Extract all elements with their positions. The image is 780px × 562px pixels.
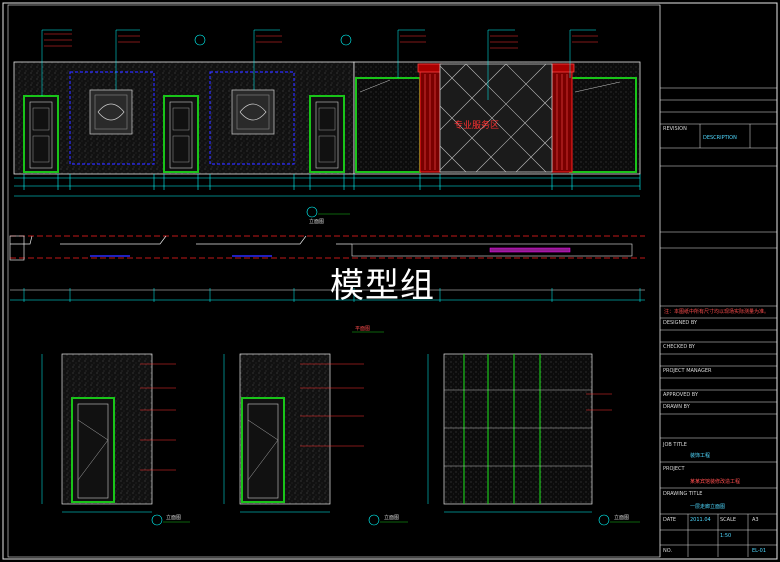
drawing-no-label: NO. — [663, 548, 673, 554]
view-marker-1 — [151, 514, 163, 526]
diamond-panel — [439, 63, 553, 173]
view-marker-2 — [368, 514, 380, 526]
view-title-small-3: 立面图 — [614, 515, 630, 521]
date-label: DATE — [663, 517, 677, 523]
drawing-title-label: DRAWING TITLE — [663, 491, 703, 497]
description-label: DESCRIPTION — [703, 135, 737, 141]
view-title-small-1: 立面图 — [166, 515, 182, 521]
view-title-plan: 平面图 — [355, 326, 371, 332]
scale-value: 1:50 — [720, 533, 732, 539]
plan-strip — [9, 235, 645, 333]
project-name: 某某宾馆装修改造工程 — [690, 479, 741, 485]
door-3 — [309, 95, 345, 173]
signoff-2: CHECKED BY — [663, 344, 695, 350]
view-marker-3 — [598, 514, 610, 526]
signoff-3: PROJECT MANAGER — [663, 368, 712, 374]
signoff-5: DRAWN BY — [663, 404, 690, 410]
signoff-4: APPROVED BY — [663, 392, 699, 398]
red-column-right — [549, 63, 575, 173]
view-title-small-2: 立面图 — [384, 515, 400, 521]
size-value: A3 — [752, 517, 759, 523]
feature-wall-sign: 专业服务区 — [454, 121, 500, 131]
blue-panel-right — [209, 71, 295, 165]
view-title-top: 立面图 — [309, 219, 325, 225]
carving-right — [231, 89, 275, 135]
scale-label: SCALE — [720, 517, 737, 523]
date-value: 2011.04 — [690, 517, 711, 523]
small-elevation-3 — [427, 353, 640, 526]
drawing-title: 一层走廊立面图 — [690, 504, 726, 510]
revision-label: REVISION — [663, 126, 687, 132]
blue-panel-left — [69, 71, 155, 165]
job-title-label: JOB TITLE — [663, 442, 687, 448]
top-elevation — [13, 29, 641, 218]
job-title: 装饰工程 — [690, 453, 711, 459]
title-block — [659, 5, 777, 557]
red-column-left — [417, 63, 443, 173]
carving-left — [89, 89, 133, 135]
watermark-text: 模型组 — [330, 266, 435, 306]
small-elevation-2 — [223, 353, 408, 526]
small-elevation-1 — [41, 353, 190, 526]
door-2 — [163, 95, 199, 173]
signoff-1: DESIGNED BY — [663, 320, 698, 326]
view-marker-top — [306, 206, 318, 218]
drawing-no: EL-01 — [752, 548, 767, 554]
door-1 — [23, 95, 59, 173]
project-label: PROJECT — [663, 466, 685, 472]
remarks-text: 注：本图纸中所有尺寸均以现场实际测量为准。 — [664, 309, 770, 315]
